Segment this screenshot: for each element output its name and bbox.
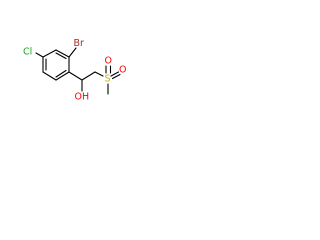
ring-double-bond-3 xyxy=(55,69,67,78)
atom-o-top-label: O xyxy=(105,56,112,67)
bond-s-to-o-upper-a xyxy=(110,71,120,77)
bond-ring-to-cl xyxy=(35,52,44,58)
bond-s-to-o-upper-b xyxy=(111,73,121,80)
bond-ring-to-br xyxy=(68,47,77,58)
benzene-ring xyxy=(42,49,70,81)
ring-bond-1 xyxy=(55,49,70,58)
molecule-diagram: Br Cl OH S O O xyxy=(23,38,126,103)
bond-ring-to-carbinol xyxy=(68,71,83,81)
ring-bond-4 xyxy=(42,71,57,81)
atom-s-label: S xyxy=(105,74,111,85)
atom-br-label: Br xyxy=(74,38,85,49)
ring-bond-2 xyxy=(42,49,57,58)
ring-double-bond-1 xyxy=(55,52,67,60)
atom-o-upper-label: O xyxy=(119,65,126,76)
ring-bond-5 xyxy=(55,71,70,81)
structure-canvas: Br Cl OH S O O xyxy=(0,0,152,152)
atom-oh-label: OH xyxy=(75,92,90,103)
bond-carbinol-to-ch2 xyxy=(81,71,96,81)
atom-cl-label: Cl xyxy=(23,47,32,58)
bond-ch2-to-s xyxy=(94,71,104,77)
